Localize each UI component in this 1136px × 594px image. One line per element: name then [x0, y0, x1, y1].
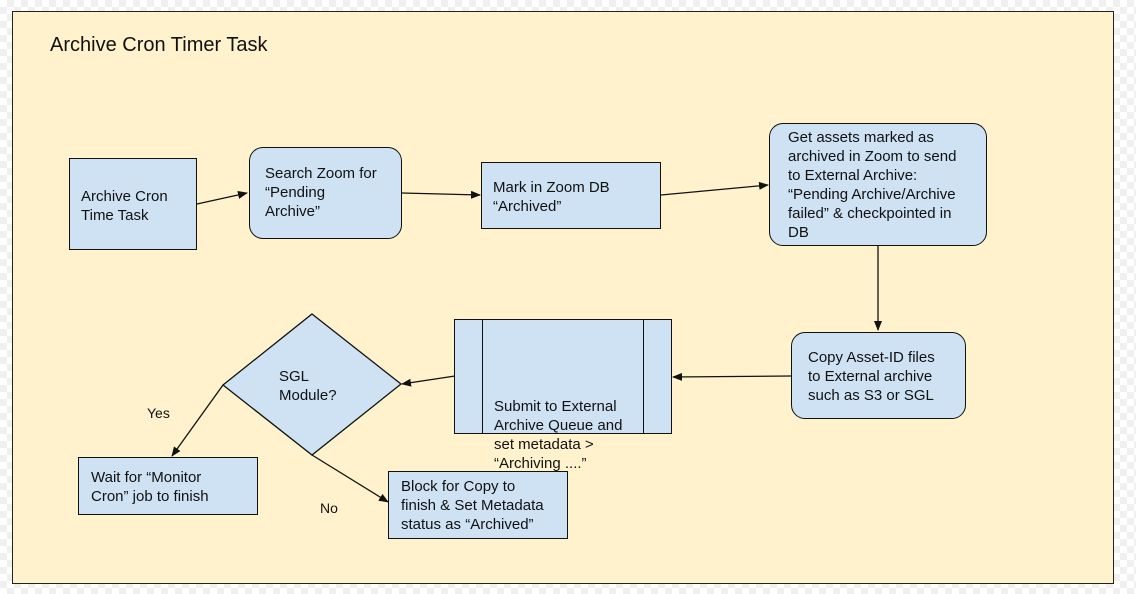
- node-block-for-copy: Block for Copy to finish & Set Metadata …: [388, 471, 568, 539]
- edge-submit-to-sgl: [401, 375, 456, 387]
- edge-search-to-mark: [401, 190, 481, 199]
- edge-copy-to-submit: [672, 372, 792, 381]
- edge-label-yes: Yes: [147, 405, 170, 421]
- edge-cron-to-search: [196, 191, 248, 205]
- sgl-decision-diamond: [221, 313, 403, 456]
- node-archive-cron-time-task: Archive Cron Time Task: [69, 158, 197, 250]
- submit-queue-label: Submit to External Archive Queue and set…: [494, 398, 623, 472]
- node-copy-asset-files: Copy Asset-ID files to External archive …: [791, 332, 966, 419]
- edge-sgl-to-block: [311, 454, 389, 503]
- sgl-module-label: SGL Module?: [279, 368, 337, 404]
- node-submit-external-queue: Submit to External Archive Queue and set…: [454, 319, 672, 472]
- diagram-title: Archive Cron Timer Task: [50, 34, 268, 56]
- edge-sgl-to-wait: [171, 384, 224, 457]
- node-search-zoom: Search Zoom for “Pending Archive”: [249, 147, 402, 239]
- edge-label-no: No: [320, 500, 338, 516]
- process-bar-right: [643, 320, 644, 433]
- node-wait-monitor-cron: Wait for “Monitor Cron” job to finish: [78, 457, 258, 515]
- process-bar-left: [482, 320, 483, 433]
- node-get-assets: Get assets marked as archived in Zoom to…: [769, 123, 987, 246]
- node-mark-zoom-db: Mark in Zoom DB “Archived”: [481, 162, 661, 229]
- edge-mark-to-get: [660, 181, 769, 196]
